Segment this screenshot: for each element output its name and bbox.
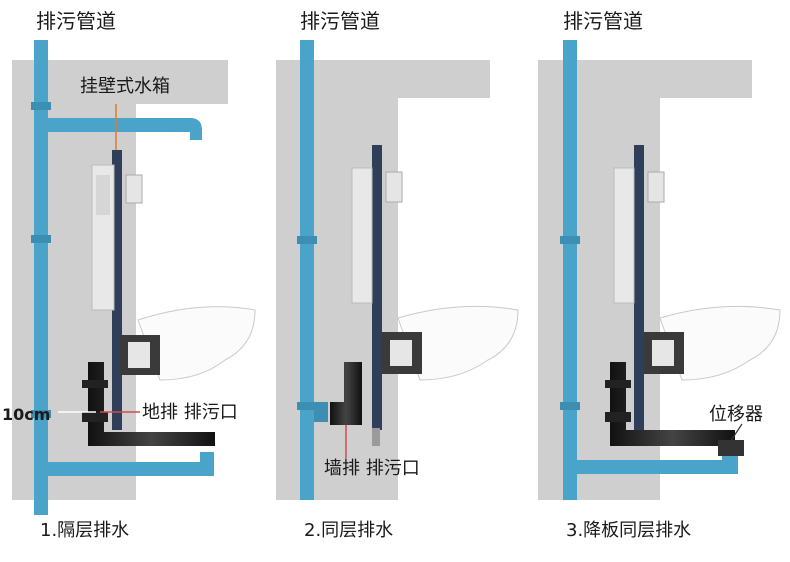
panel-3-shifter [718,440,744,456]
panel-1-title: 排污管道 [36,9,116,33]
panel-2-toilet [397,305,519,381]
panel-3-stack-pipe [563,40,577,500]
panel-2-scene [276,40,519,500]
panel-2-wall [276,60,490,500]
panel-2-drain-pipe [330,362,362,425]
panel-1-stack-pipe [34,40,48,515]
panel-2-frame [372,145,382,430]
panel-1-bottom-branch [48,452,214,476]
tank-label: 挂壁式水箱 [80,76,170,97]
panel-3-caption: 3.降板同层排水 [566,520,692,541]
panel-1-toilet [137,306,256,381]
panel-1-frame [112,150,122,430]
panel-1-drain-pipe [88,362,215,446]
panel-3-wall [538,60,752,500]
panel-1-caption: 1.隔层排水 [40,520,130,541]
height-label: 10cm [2,405,51,424]
panel-3-drain-pipe [610,362,735,446]
panel-3-toilet [659,305,781,381]
wall-outlet-label: 墙排 排污口 [324,458,420,479]
panel-3-bottom-branch [577,452,738,474]
panel-2-caption: 2.同层排水 [304,520,394,541]
panel-1-scene [12,40,256,515]
panel-3-frame [634,145,644,430]
panel-1-top-branch [48,118,202,140]
panel-3-title: 排污管道 [563,9,643,33]
panel-3-scene [538,40,781,500]
panel-2-stack-pipe [300,40,314,500]
panel-2-title: 排污管道 [300,9,380,33]
floor-outlet-label: 地排 排污口 [142,402,238,423]
shifter-label: 位移器 [709,404,763,425]
